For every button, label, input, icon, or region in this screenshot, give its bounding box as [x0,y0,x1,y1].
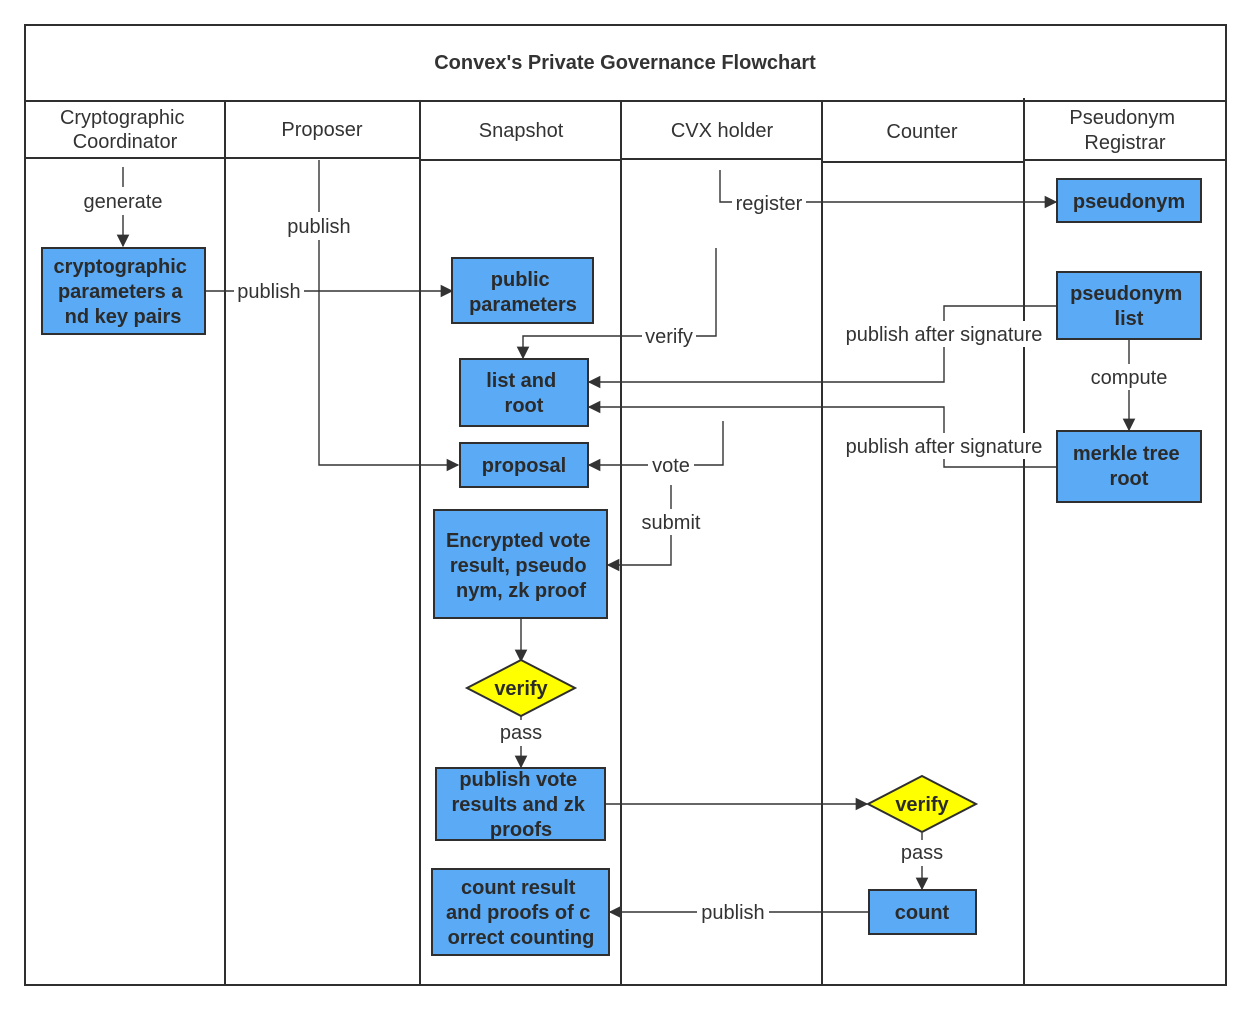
node-encrypted-vote[interactable]: Encrypted vote result, pseudo nym, zk pr… [433,509,608,619]
edge-label-publish-parameters: publish [237,281,300,303]
svg-text:proposal: proposal [482,455,566,477]
lane-header-cvx-holder: CVX holder [671,120,774,142]
node-publish-vote-results[interactable]: publish vote results and zk proofs [435,767,606,841]
node-pseudonym[interactable]: pseudonym [1056,178,1202,223]
lane-header-cryptographic-coordinator: Cryptographic Coordinator [60,107,190,153]
node-merkle-tree-root[interactable]: merkle tree root [1056,430,1202,503]
svg-text:count: count [895,902,950,924]
lane-header-proposer: Proposer [281,119,362,141]
edge-label-compute: compute [1091,367,1168,389]
lane-header-snapshot: Snapshot [479,120,564,142]
edge-label-submit: submit [642,512,701,534]
edge-label-publish-count: publish [701,902,764,924]
node-cryptographic-parameters[interactable]: cryptographic parameters a nd key pairs [41,247,206,335]
edge-label-register: register [736,193,803,215]
edge-verify [516,248,717,360]
svg-text:cryptographic parameters: cryptographic parameters a nd key pairs [54,256,193,328]
svg-text:list and root: list and root [486,370,562,417]
node-verify-snapshot[interactable]: verify [464,658,578,718]
diagram-title: Convex's Private Governance Flowchart [434,52,816,74]
edge-label-pass-snapshot: pass [500,722,542,744]
svg-text:public parameters: public parameters [469,269,577,316]
node-proposal[interactable]: proposal [459,442,589,488]
node-pseudonym-list[interactable]: pseudonym list [1056,271,1202,340]
edge-label-generate: generate [84,191,163,213]
connectors [116,160,1136,919]
edge-label-publish-proposal: publish [287,216,350,238]
svg-text:verify: verify [895,794,949,816]
swimlane-frame [24,24,1227,986]
svg-text:merkle tree root: merkle tree root [1073,443,1185,490]
node-list-and-root[interactable]: list and root [459,358,589,427]
edge-publish-proposal [318,160,460,472]
node-public-parameters[interactable]: public parameters [451,257,594,324]
svg-text:publish vote results and: publish vote results and zk proofs [452,769,591,841]
edge-vote [587,421,724,472]
node-count[interactable]: count [868,889,977,935]
svg-text:pseudonym list: pseudonym list [1070,283,1188,330]
svg-text:pseudonym: pseudonym [1073,191,1185,213]
lane-header-counter: Counter [886,121,957,143]
edge-label-pass-counter: pass [901,842,943,864]
edge-label-vote: vote [652,455,690,477]
lane-header-pseudonym-registrar: Pseudonym Registrar [1069,107,1180,154]
svg-text:Encrypted vote result, p: Encrypted vote result, pseudo nym, zk pr… [446,530,596,602]
edge-labels: generate publish publish register verify… [78,187,1173,925]
edge-register [719,170,1058,209]
svg-text:verify: verify [494,678,548,700]
node-count-result[interactable]: count result and proofs of c orrect coun… [431,868,610,956]
svg-text:count result and proofs: count result and proofs of c orrect coun… [446,877,596,949]
edge-label-verify: verify [645,326,693,348]
node-verify-counter[interactable]: verify [865,774,979,834]
edge-label-publish-after-signature-2: publish after signature [846,436,1043,458]
edge-label-publish-after-signature-1: publish after signature [846,324,1043,346]
